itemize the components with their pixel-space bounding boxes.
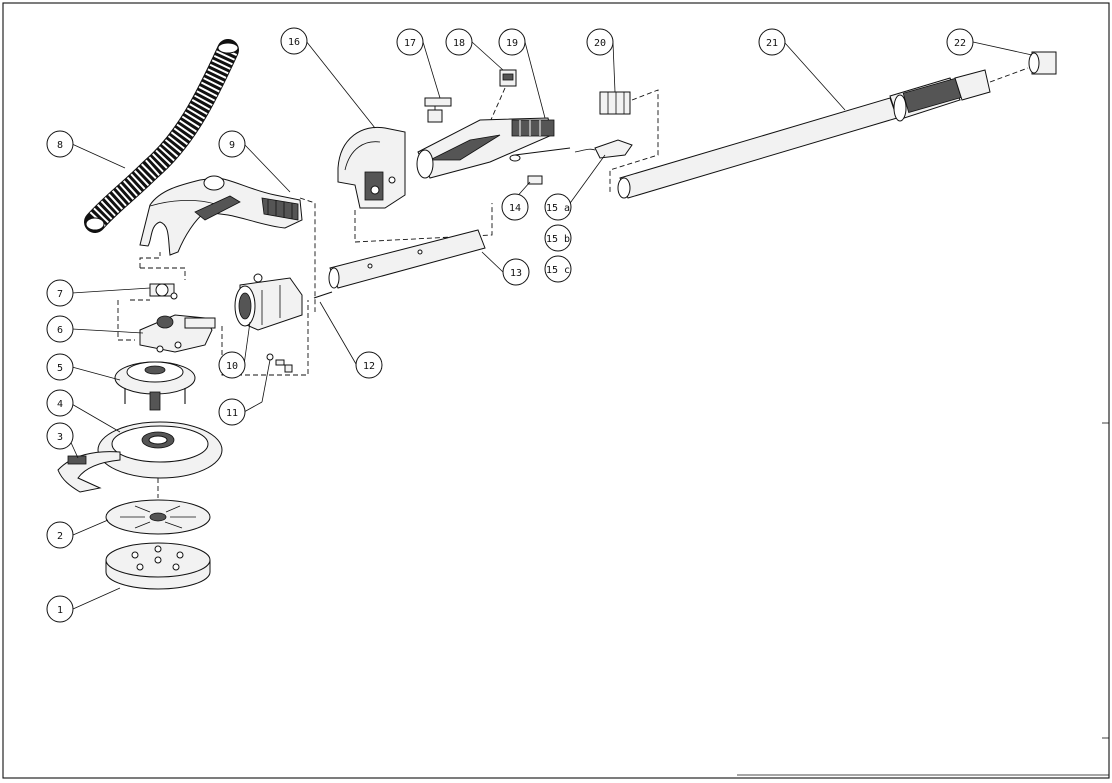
callout-label: 19 bbox=[506, 38, 518, 49]
pin-part bbox=[313, 291, 333, 299]
switch-part bbox=[424, 97, 452, 123]
dust-shroud-part bbox=[97, 421, 223, 479]
callout-label: 5 bbox=[57, 363, 63, 374]
assembly-line bbox=[221, 300, 309, 376]
callout-22: 22 bbox=[946, 28, 974, 56]
callout-label: 10 bbox=[226, 361, 238, 372]
callout-10: 10 bbox=[218, 351, 246, 379]
callout-16: 16 bbox=[280, 27, 308, 55]
assembly-line bbox=[354, 203, 493, 243]
callout-label: 6 bbox=[57, 325, 63, 336]
assembly-line bbox=[117, 300, 135, 341]
motor-part bbox=[234, 273, 303, 331]
callout-label: 3 bbox=[57, 432, 63, 443]
callout-label: 21 bbox=[766, 38, 778, 49]
callout-label: 15 c bbox=[546, 265, 570, 276]
callout-9: 9 bbox=[218, 130, 246, 158]
callout-label: 15 b bbox=[546, 234, 570, 245]
callout-label: 8 bbox=[57, 140, 63, 151]
screw-part bbox=[266, 353, 293, 373]
callout-5: 5 bbox=[46, 353, 74, 381]
extension-tube-part bbox=[328, 229, 486, 289]
assembly-line bbox=[489, 87, 506, 123]
leader-lines bbox=[67, 40, 1033, 610]
callout-label: 13 bbox=[510, 268, 522, 279]
callout-4: 4 bbox=[46, 389, 74, 417]
callout-label: 4 bbox=[57, 399, 63, 410]
shroud-segment-part bbox=[57, 451, 121, 493]
backing-pad-part bbox=[105, 499, 211, 535]
handle-housing-part bbox=[139, 175, 303, 256]
callout-14: 14 bbox=[501, 193, 529, 221]
callout-2: 2 bbox=[46, 521, 74, 549]
assembly-line bbox=[609, 89, 659, 192]
callout-label: 16 bbox=[288, 37, 300, 48]
flange-part bbox=[114, 361, 196, 411]
callout-label: 7 bbox=[57, 289, 63, 300]
callout-label: 14 bbox=[509, 203, 521, 214]
cable-part bbox=[514, 147, 571, 156]
callout-11: 11 bbox=[218, 398, 246, 426]
callout-label: 12 bbox=[363, 361, 375, 372]
callout-label: 18 bbox=[453, 38, 465, 49]
grip-tube-part bbox=[416, 117, 555, 179]
sanding-disc-part bbox=[105, 542, 211, 590]
end-cap-part bbox=[1028, 51, 1057, 75]
callout-12: 12 bbox=[355, 351, 383, 379]
callout-15c: 15 c bbox=[544, 255, 572, 283]
head-housing-part bbox=[337, 126, 406, 209]
gear-housing-part bbox=[139, 314, 216, 353]
callout-8: 8 bbox=[46, 130, 74, 158]
callout-3: 3 bbox=[46, 422, 74, 450]
callout-15a: 15 a bbox=[544, 193, 572, 221]
main-pole-part bbox=[617, 69, 991, 199]
assembly-line bbox=[989, 67, 1029, 83]
callout-20: 20 bbox=[586, 28, 614, 56]
callout-13: 13 bbox=[502, 258, 530, 286]
plug-part bbox=[574, 139, 633, 159]
callout-label: 15 a bbox=[546, 203, 570, 214]
clip-part bbox=[527, 175, 543, 185]
callout-label: 17 bbox=[404, 38, 416, 49]
hose-part bbox=[84, 39, 239, 233]
assembly-line bbox=[140, 267, 186, 280]
callout-21: 21 bbox=[758, 28, 786, 56]
callout-label: 11 bbox=[226, 408, 238, 419]
knob-part bbox=[499, 69, 517, 87]
callout-6: 6 bbox=[46, 315, 74, 343]
callout-15b: 15 b bbox=[544, 224, 572, 252]
callout-label: 22 bbox=[954, 38, 966, 49]
callout-7: 7 bbox=[46, 279, 74, 307]
callout-label: 9 bbox=[229, 140, 235, 151]
connector-part bbox=[599, 91, 631, 115]
spindle-part bbox=[149, 283, 178, 300]
callout-17: 17 bbox=[396, 28, 424, 56]
callout-19: 19 bbox=[498, 28, 526, 56]
callout-label: 2 bbox=[57, 531, 63, 542]
callout-18: 18 bbox=[445, 28, 473, 56]
callout-label: 20 bbox=[594, 38, 606, 49]
cable-end bbox=[509, 154, 521, 162]
callout-label: 1 bbox=[57, 605, 63, 616]
callout-1: 1 bbox=[46, 595, 74, 623]
assembly-line bbox=[139, 252, 161, 268]
assembly-line bbox=[299, 197, 316, 312]
